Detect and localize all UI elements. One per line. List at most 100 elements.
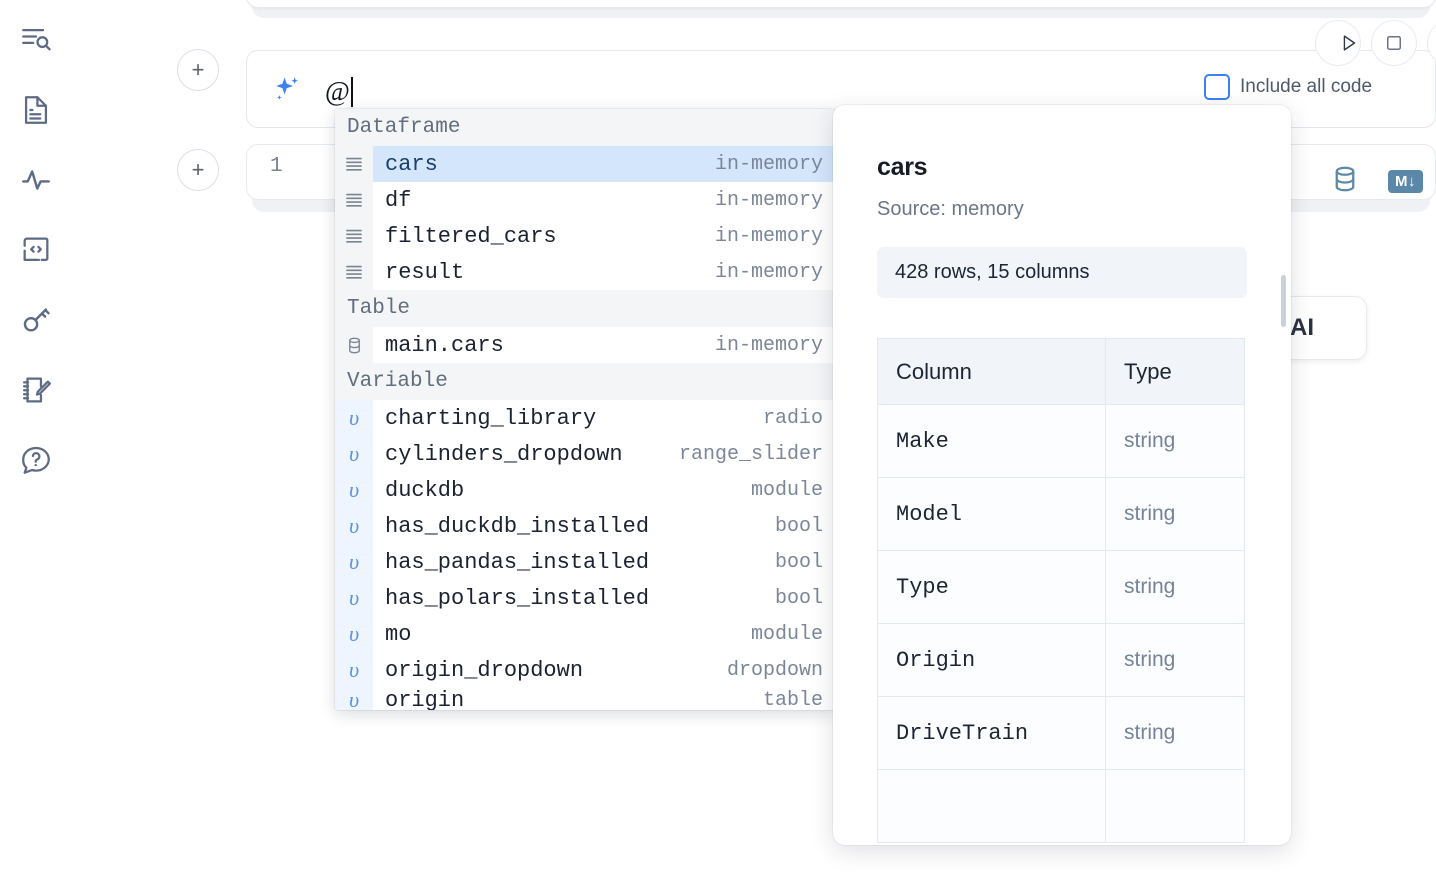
activity-icon[interactable] <box>14 158 58 202</box>
autocomplete-item-type: bool <box>774 550 823 574</box>
autocomplete-item-type: radio <box>762 406 823 430</box>
header-column: Column <box>877 338 1106 405</box>
autocomplete-item-name: origin_dropdown <box>385 657 584 683</box>
autocomplete-dropdown[interactable]: Dataframe cars in-memory df in-memory filtere… <box>335 109 835 710</box>
autocomplete-item-type: range_slider <box>678 442 823 466</box>
variable-icon: υ <box>335 616 373 652</box>
include-all-code-label: Include all code <box>1240 76 1373 97</box>
variable-icon: υ <box>335 652 373 688</box>
dataframe-icon <box>335 218 373 254</box>
cell-above-shadow <box>252 6 1430 18</box>
code-icon[interactable] <box>14 228 58 272</box>
schema-column-type: string <box>1105 404 1245 478</box>
autocomplete-item-type: bool <box>774 514 823 538</box>
autocomplete-group-header: Dataframe <box>335 109 835 146</box>
autocomplete-item-type: module <box>750 622 823 646</box>
include-all-code-checkbox[interactable] <box>1204 74 1230 100</box>
schema-column-name: Origin <box>877 623 1106 697</box>
autocomplete-item-name: origin <box>385 688 465 710</box>
stop-icon <box>1387 36 1401 50</box>
autocomplete-item-name: mo <box>385 621 412 647</box>
scratchpad-icon[interactable] <box>14 368 58 412</box>
sparkle-ai-icon <box>269 73 303 107</box>
autocomplete-item[interactable]: main.cars in-memory <box>335 327 835 363</box>
dataframe-icon <box>335 254 373 290</box>
document-icon[interactable] <box>14 88 58 132</box>
autocomplete-group-header: Table <box>335 290 835 327</box>
detail-scrollbar[interactable] <box>1281 275 1286 327</box>
autocomplete-item-name: main.cars <box>385 332 504 358</box>
autocomplete-item-type: in-memory <box>714 260 823 284</box>
autocomplete-item-type: in-memory <box>714 188 823 212</box>
include-all-code-row[interactable]: Include all code <box>1204 74 1372 100</box>
header-type: Type <box>1105 338 1245 405</box>
autocomplete-item-name: cylinders_dropdown <box>385 441 623 467</box>
schema-column-type: string <box>1105 550 1245 624</box>
ai-prompt-value: @ <box>325 76 350 106</box>
autocomplete-item-name: has_polars_installed <box>385 585 650 611</box>
autocomplete-item-name: df <box>385 187 412 213</box>
variable-icon: υ <box>335 400 373 436</box>
explore-icon[interactable] <box>14 18 58 62</box>
text-caret <box>350 77 353 107</box>
autocomplete-item[interactable]: cars in-memory <box>335 146 835 182</box>
autocomplete-item-type: in-memory <box>714 152 823 176</box>
schema-column-name: DriveTrain <box>877 696 1106 770</box>
autocomplete-item-type: bool <box>774 586 823 610</box>
autocomplete-item-name: cars <box>385 151 438 177</box>
autocomplete-item[interactable]: υ has_pandas_installed bool <box>335 544 835 580</box>
stop-button[interactable] <box>1371 20 1417 66</box>
table-row <box>877 769 1245 843</box>
dataframe-detail-panel: cars Source: memory 428 rows, 15 columns… <box>833 105 1291 845</box>
play-icon <box>1343 35 1356 51</box>
ai-prompt-input[interactable]: @ <box>325 77 353 107</box>
autocomplete-item[interactable]: υ cylinders_dropdown range_slider <box>335 436 835 472</box>
table-icon <box>335 327 373 363</box>
table-header-row: Column Type <box>877 338 1245 405</box>
variable-icon: υ <box>335 472 373 508</box>
plus-icon: + <box>191 57 205 82</box>
autocomplete-item[interactable]: result in-memory <box>335 254 835 290</box>
run-button[interactable] <box>1315 20 1361 66</box>
help-icon[interactable] <box>14 438 58 482</box>
add-cell-above-button[interactable]: + <box>177 49 219 91</box>
dataframe-icon <box>335 146 373 182</box>
autocomplete-item-name: duckdb <box>385 477 465 503</box>
schema-column-type: string <box>1105 477 1245 551</box>
markdown-badge[interactable]: M↓ <box>1388 170 1423 193</box>
variable-icon: υ <box>335 580 373 616</box>
plus-icon: + <box>191 157 205 182</box>
schema-column-type: string <box>1105 696 1245 770</box>
variable-icon: υ <box>335 544 373 580</box>
left-icon-rail <box>0 0 72 874</box>
detail-shape: 428 rows, 15 columns <box>877 247 1247 298</box>
detail-source: Source: memory <box>877 198 1024 220</box>
variable-icon: υ <box>335 508 373 544</box>
autocomplete-item[interactable]: υ has_polars_installed bool <box>335 580 835 616</box>
autocomplete-item-name: filtered_cars <box>385 223 557 249</box>
add-cell-below-button[interactable]: + <box>177 149 219 191</box>
variable-icon: υ <box>335 436 373 472</box>
autocomplete-item-name: result <box>385 259 465 285</box>
detail-title: cars <box>877 153 928 181</box>
autocomplete-item-name: has_pandas_installed <box>385 549 650 575</box>
autocomplete-item-type: in-memory <box>714 333 823 357</box>
key-icon[interactable] <box>14 298 58 342</box>
autocomplete-item-type: module <box>750 478 823 502</box>
database-icon[interactable] <box>1330 164 1360 199</box>
autocomplete-item-type: table <box>762 688 823 711</box>
schema-column-name: Type <box>877 550 1106 624</box>
autocomplete-item[interactable]: df in-memory <box>335 182 835 218</box>
